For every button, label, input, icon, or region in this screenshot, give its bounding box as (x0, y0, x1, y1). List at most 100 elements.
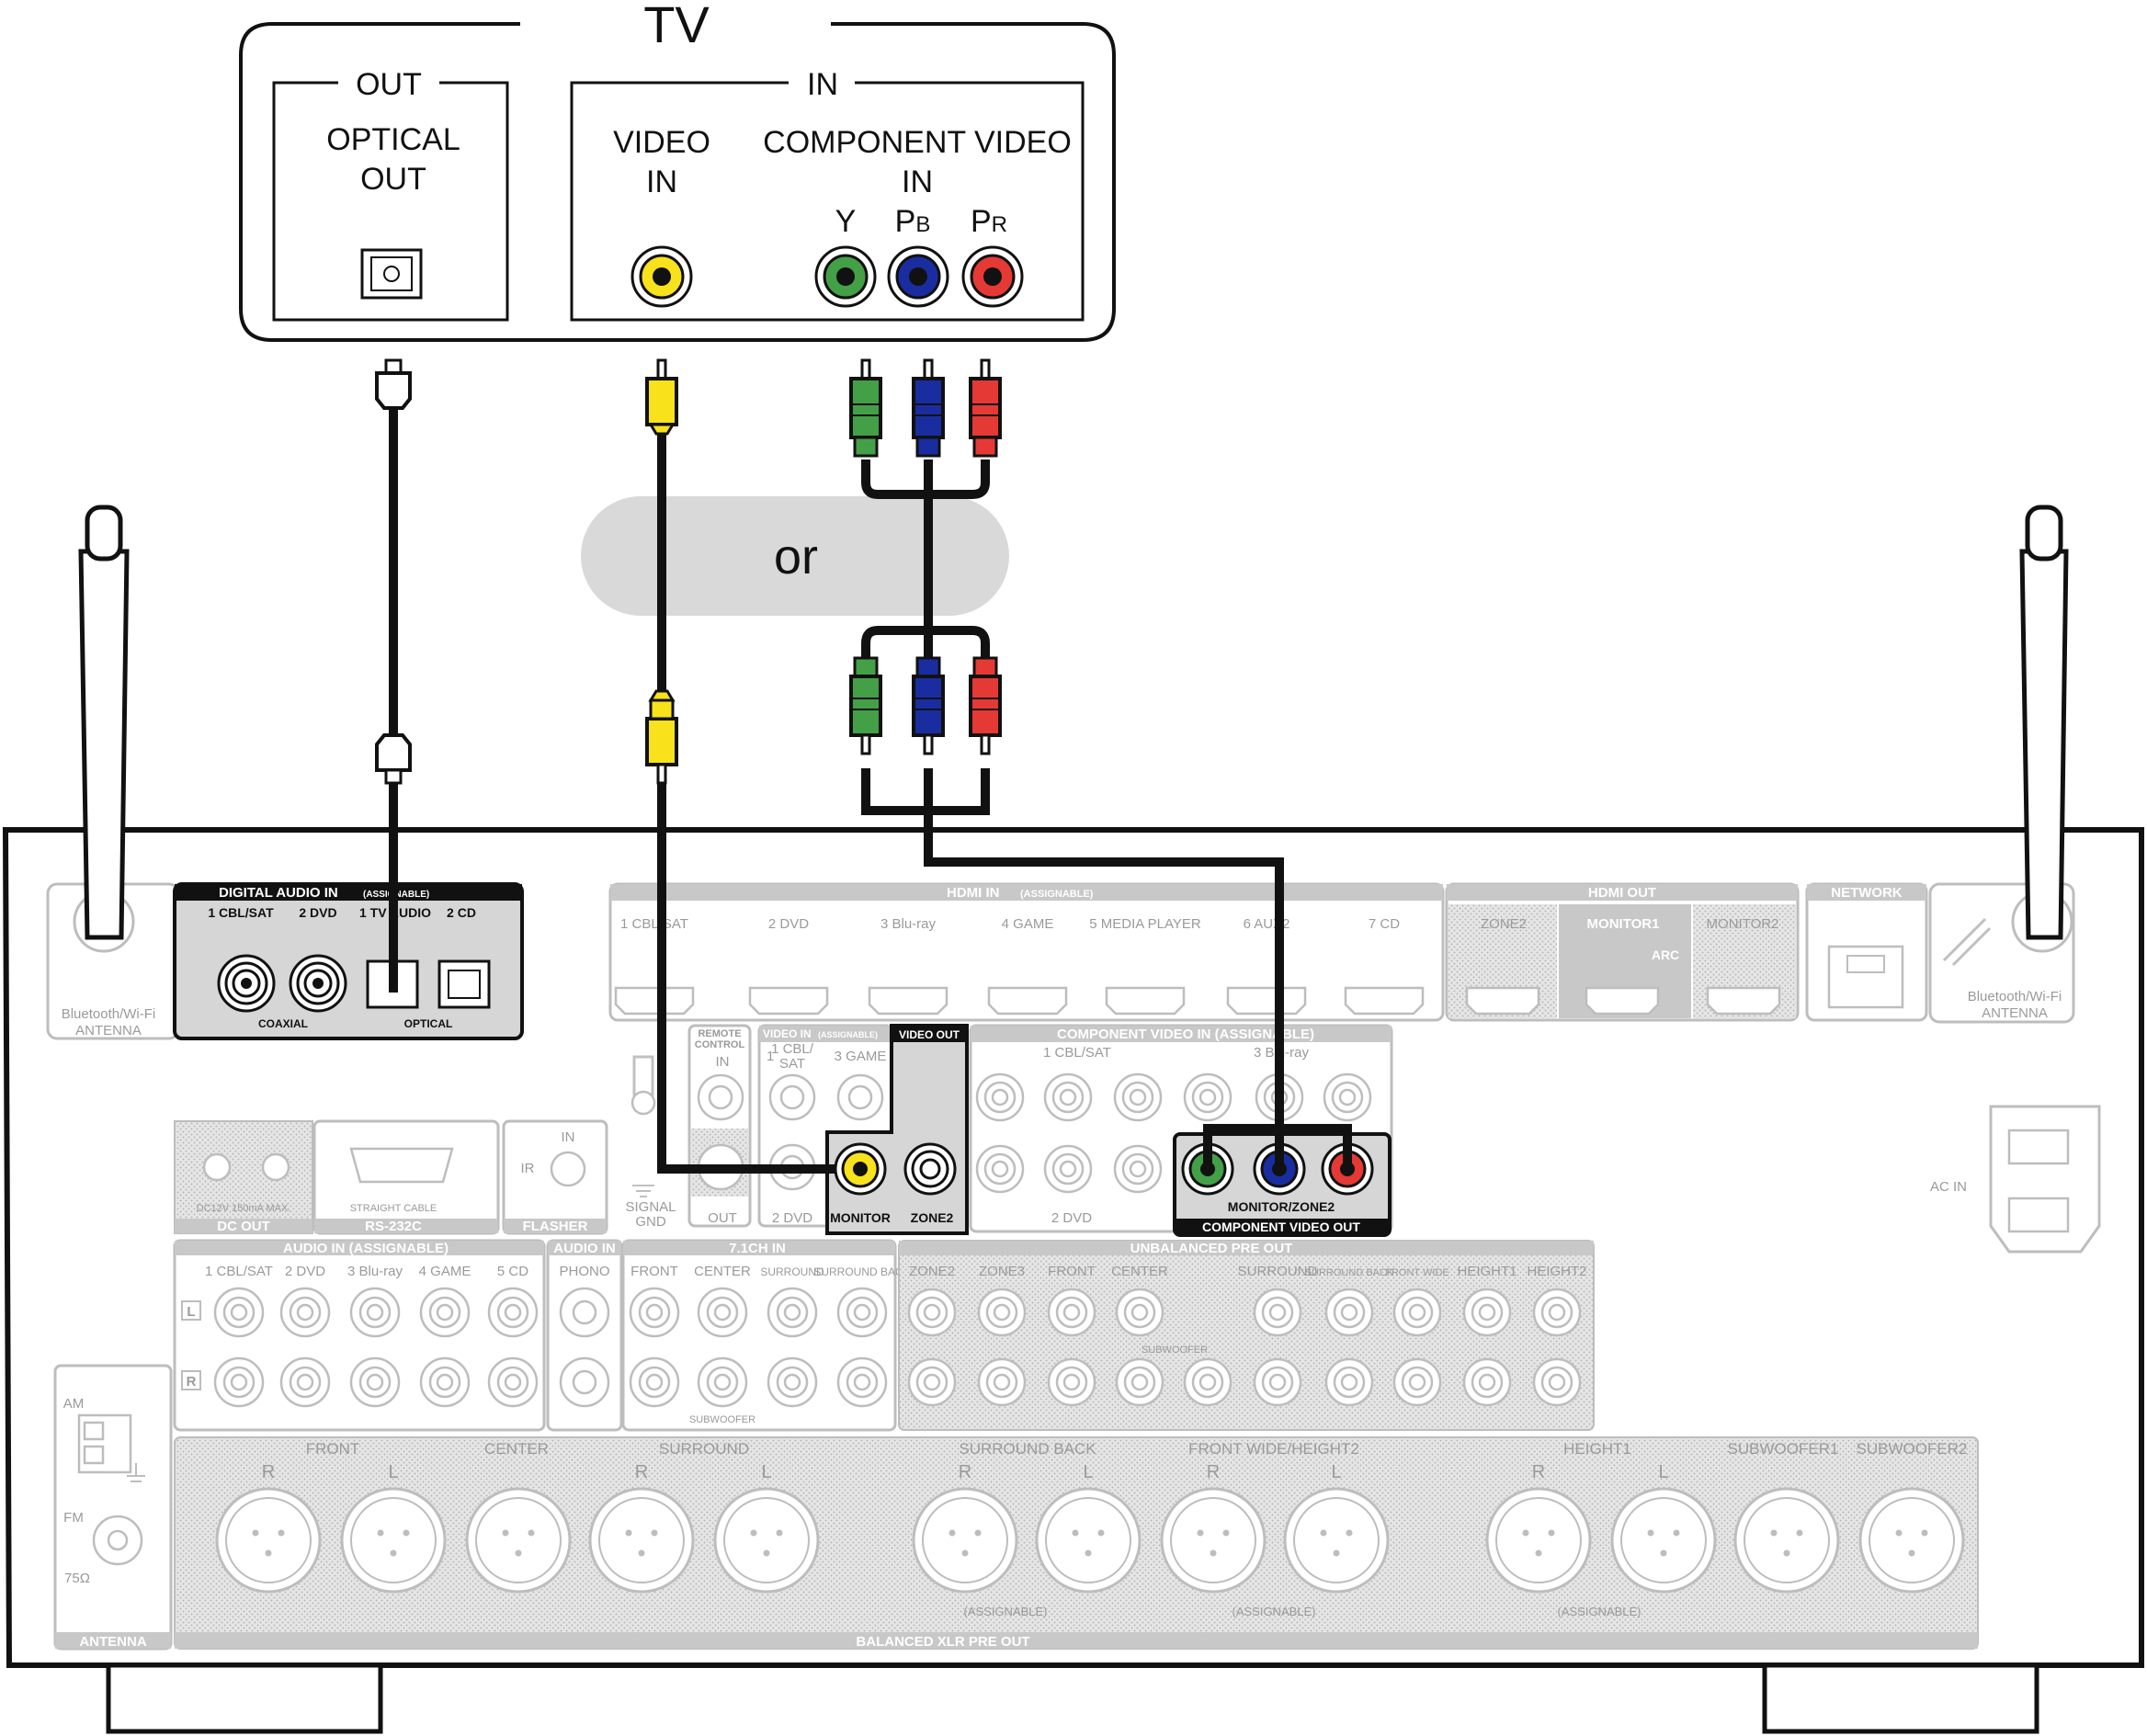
unbal-top-jack-4[interactable] (1115, 1288, 1164, 1337)
hdmi-in-port-1[interactable] (614, 986, 695, 1016)
component-in-top-jack-1[interactable] (975, 1072, 1025, 1122)
ch71-label-3: SURROUND (760, 1265, 824, 1278)
tv-video-in-line2: IN (646, 165, 677, 199)
ch71-l-jack-2[interactable] (697, 1287, 748, 1338)
flasher-jack[interactable] (550, 1151, 586, 1187)
dai-label-2: 2 DVD (299, 905, 336, 920)
component-in-top-jack-4[interactable] (1183, 1072, 1233, 1122)
component-in-top-jack-2[interactable] (1043, 1072, 1093, 1122)
audio-in-r-jack-3[interactable] (349, 1356, 401, 1408)
dc-out-2-jack[interactable] (261, 1152, 290, 1182)
unbal-top-jack-6[interactable] (1324, 1288, 1374, 1337)
component-in-top-jack-3[interactable] (1113, 1072, 1163, 1122)
ch71-l-jack-3[interactable] (767, 1287, 818, 1338)
hdmi-in-port-7[interactable] (1344, 986, 1425, 1016)
hdmi-out-zone2-port[interactable] (1465, 986, 1540, 1016)
tv-component-pb-jack[interactable] (887, 245, 949, 308)
unbal-top-jack-2[interactable] (977, 1288, 1027, 1337)
component-plug-top-1072 (969, 358, 1002, 458)
audio-in-l-jack-3[interactable] (349, 1287, 401, 1338)
audio-in-r-jack-2[interactable] (279, 1356, 331, 1408)
rs232c-port[interactable] (349, 1147, 454, 1184)
xlr-jack-8[interactable] (1160, 1487, 1267, 1594)
ch71-r-jack-3[interactable] (767, 1356, 818, 1408)
xlr-jack-2[interactable] (340, 1487, 447, 1594)
xlr-group-label-5: FRONT WIDE/HEIGHT2 (1188, 1440, 1359, 1458)
xlr-jack-7[interactable] (1035, 1487, 1142, 1594)
xlr-jack-9[interactable] (1283, 1487, 1390, 1594)
xlr-jack-10[interactable] (1485, 1487, 1592, 1594)
unbal-bottom-jack-10[interactable] (1532, 1357, 1582, 1407)
audio-in-l-jack-5[interactable] (487, 1287, 539, 1338)
optical-jack-2[interactable] (437, 959, 491, 1009)
unbal-bottom-jack-8[interactable] (1392, 1357, 1442, 1407)
hdmi-out-monitor2: MONITOR2 (1707, 916, 1779, 932)
xlr-jack-6[interactable] (912, 1487, 1018, 1594)
xlr-jack-5[interactable] (713, 1487, 820, 1594)
hdmi-out-title: HDMI OUT (1588, 885, 1656, 901)
rs232c-title: RS-232C (365, 1219, 422, 1234)
component-out-title: COMPONENT VIDEO OUT (1202, 1220, 1360, 1234)
tv-video-in-jack[interactable] (630, 245, 693, 308)
audio-in-label-4: 4 GAME (419, 1264, 471, 1279)
audio-in-r-jack-5[interactable] (487, 1356, 539, 1408)
component-in-top-jack-6[interactable] (1323, 1072, 1372, 1122)
hdmi-out-monitor1-port[interactable] (1585, 986, 1660, 1016)
video-out-zone2-label: ZONE2 (911, 1210, 954, 1225)
hdmi-in-port-5[interactable] (1105, 986, 1186, 1016)
ch71-l-jack-4[interactable] (836, 1287, 888, 1338)
audio-in-l-jack-4[interactable] (419, 1287, 471, 1338)
unbal-bottom-jack-5[interactable] (1183, 1357, 1233, 1407)
xlr-jack-4[interactable] (588, 1487, 695, 1594)
unbal-bottom-jack-2[interactable] (977, 1357, 1027, 1407)
video-in-game-label: 3 GAME (835, 1049, 887, 1064)
hdmi-in-port-6[interactable] (1226, 986, 1307, 1016)
unbal-bottom-jack-4[interactable] (1115, 1357, 1164, 1407)
hdmi-in-port-3[interactable] (868, 986, 949, 1016)
xlr-jack-1[interactable] (215, 1487, 322, 1594)
ch71-r-jack-4[interactable] (836, 1356, 888, 1408)
unbal-top-jack-3[interactable] (1047, 1288, 1096, 1337)
ch71-r-jack-1[interactable] (629, 1356, 680, 1408)
xlr-jack-12[interactable] (1733, 1487, 1840, 1594)
unbal-top-jack-1[interactable] (907, 1288, 957, 1337)
audio-in-r-jack-1[interactable] (213, 1356, 265, 1408)
am-fm-antenna-panel: AM FM 75Ω ANTENNA (53, 1364, 173, 1651)
unbal-bottom-jack-3[interactable] (1047, 1357, 1096, 1407)
unbal-top-jack-5[interactable] (1253, 1288, 1302, 1337)
unbal-top-jack-9[interactable] (1532, 1288, 1582, 1337)
unbal-bottom-jack-6[interactable] (1253, 1357, 1302, 1407)
tv-optical-out-jack[interactable] (360, 248, 423, 300)
unbal-top-jack-7[interactable] (1392, 1288, 1442, 1337)
ch71-r-jack-2[interactable] (697, 1356, 748, 1408)
component-in-bottom-jack-3[interactable] (1113, 1144, 1163, 1194)
coaxial-jack-2[interactable] (289, 954, 347, 1013)
audio-in-l-jack-2[interactable] (279, 1287, 331, 1338)
assignable-1: (ASSIGNABLE) (963, 1605, 1047, 1618)
component-in-bottom-jack-1[interactable] (975, 1144, 1025, 1194)
xlr-jack-11[interactable] (1610, 1487, 1717, 1594)
ch71-l-jack-1[interactable] (629, 1287, 680, 1338)
xlr-jack-3[interactable] (465, 1487, 572, 1594)
component-in-bottom-jack-2[interactable] (1043, 1144, 1093, 1194)
unbal-bottom-jack-1[interactable] (907, 1357, 957, 1407)
hdmi-out-monitor2-port[interactable] (1706, 986, 1781, 1016)
component-out-y-jack[interactable] (1181, 1142, 1234, 1196)
audio-in-r-jack-4[interactable] (419, 1356, 471, 1408)
unbal-bottom-jack-9[interactable] (1462, 1357, 1512, 1407)
audio-in-l-jack-1[interactable] (213, 1287, 265, 1338)
unbal-top-jack-8[interactable] (1462, 1288, 1512, 1337)
dai-label-4: 2 CD (447, 905, 476, 920)
xlr-rl-label-2: L (388, 1462, 398, 1482)
unbal-bottom-jack-7[interactable] (1324, 1357, 1374, 1407)
tv-component-pr-jack[interactable] (961, 245, 1024, 308)
coaxial-jack-1[interactable] (217, 954, 276, 1013)
dc-out-1-jack[interactable] (202, 1152, 232, 1182)
video-out-zone2-jack[interactable] (903, 1142, 957, 1196)
video-out-monitor-jack[interactable] (834, 1142, 887, 1196)
arc-label: ARC (1652, 947, 1679, 962)
hdmi-in-port-2[interactable] (748, 986, 829, 1016)
hdmi-in-port-4[interactable] (987, 986, 1068, 1016)
xlr-jack-13[interactable] (1858, 1487, 1965, 1594)
tv-component-y-jack[interactable] (814, 245, 877, 308)
